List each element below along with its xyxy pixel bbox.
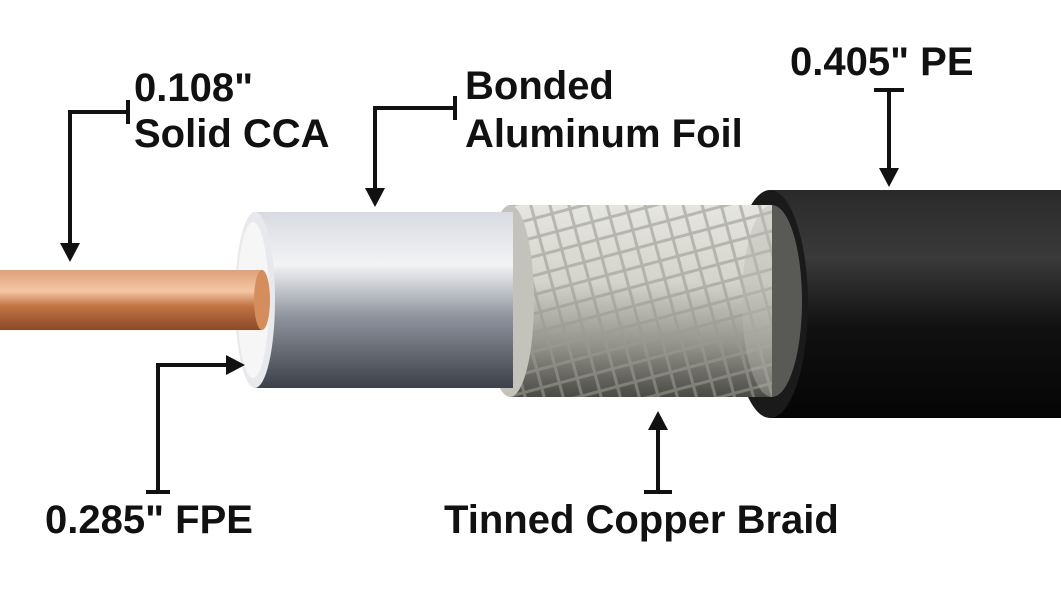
arrow-up-icon	[648, 411, 668, 430]
tinned-copper-braid	[486, 205, 802, 397]
arrow-right-icon	[226, 355, 245, 375]
foil-label-line2: Aluminum Foil	[465, 112, 743, 156]
foil-label-line1: Bonded	[465, 64, 614, 108]
braid-callout	[644, 428, 672, 494]
jacket-callout	[874, 88, 904, 170]
dielectric-label: 0.285" FPE	[45, 498, 253, 542]
conductor-type-label: Solid CCA	[134, 112, 330, 156]
dielectric-callout	[146, 363, 228, 494]
arrow-down-icon	[365, 188, 385, 207]
callout-lines	[68, 88, 904, 494]
jacket-label: 0.405" PE	[790, 40, 974, 84]
arrowheads	[60, 168, 899, 430]
conductor-size-label: 0.108"	[134, 66, 254, 110]
cca-conductor	[0, 270, 270, 330]
arrow-down-icon	[60, 243, 80, 262]
aluminum-foil	[235, 212, 513, 388]
conductor-callout	[68, 100, 130, 245]
arrow-down-icon	[879, 168, 899, 187]
foil-callout	[373, 96, 457, 190]
braid-label: Tinned Copper Braid	[444, 498, 839, 542]
